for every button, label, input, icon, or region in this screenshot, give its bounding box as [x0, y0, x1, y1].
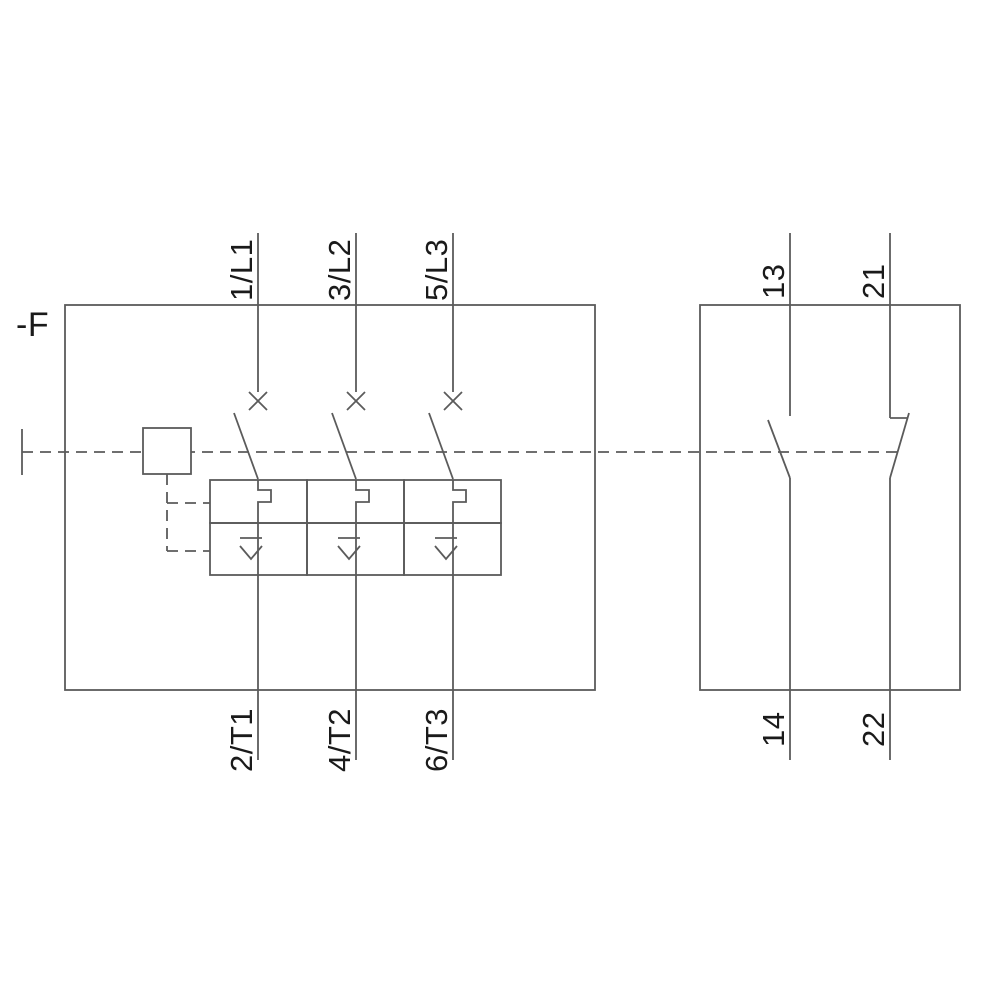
thermal-overload-release-icon [355, 480, 370, 523]
diagram-labels: -F 1/L1 3/L2 5/L3 2/T1 4/T2 6/T3 13 21 1… [16, 239, 891, 772]
breaker-function-cross-icon [443, 391, 463, 411]
terminal-label-22: 22 [856, 712, 891, 747]
thermal-overload-release-icon [452, 480, 467, 523]
terminal-label-4T2: 4/T2 [322, 708, 357, 772]
pole-1 [233, 233, 272, 760]
auxiliary-switch-outline [699, 304, 961, 691]
terminal-label-6T3: 6/T3 [419, 708, 454, 772]
diagram-linework [21, 233, 961, 760]
pole-2 [331, 233, 370, 760]
contact-blade [767, 419, 791, 479]
device-tag-label: -F [16, 306, 49, 344]
terminal-label-3L2: 3/L2 [322, 239, 357, 301]
breaker-function-cross-icon [248, 391, 268, 411]
breaker-function-cross-icon [346, 391, 366, 411]
main-breaker-outline [64, 304, 596, 691]
aux-nc-contact [889, 233, 910, 760]
contact-blade [331, 412, 357, 480]
magnetic-overcurrent-release-icon [337, 537, 361, 561]
magnetic-overcurrent-release-icon [434, 537, 458, 561]
magnetic-overcurrent-release-icon [239, 537, 263, 561]
aux-no-contact [767, 233, 791, 760]
terminal-label-21: 21 [856, 264, 891, 299]
thermal-overload-release-icon [257, 480, 272, 523]
operating-mechanism-box [142, 427, 192, 475]
contact-blade [428, 412, 454, 480]
terminal-label-5L3: 5/L3 [419, 239, 454, 301]
pole-3 [428, 233, 467, 760]
terminal-label-2T1: 2/T1 [224, 708, 259, 772]
terminal-label-13: 13 [756, 264, 791, 299]
terminal-label-1L1: 1/L1 [224, 239, 259, 301]
contact-blade [889, 412, 910, 479]
contact-blade [233, 412, 259, 480]
terminal-label-14: 14 [756, 712, 791, 747]
